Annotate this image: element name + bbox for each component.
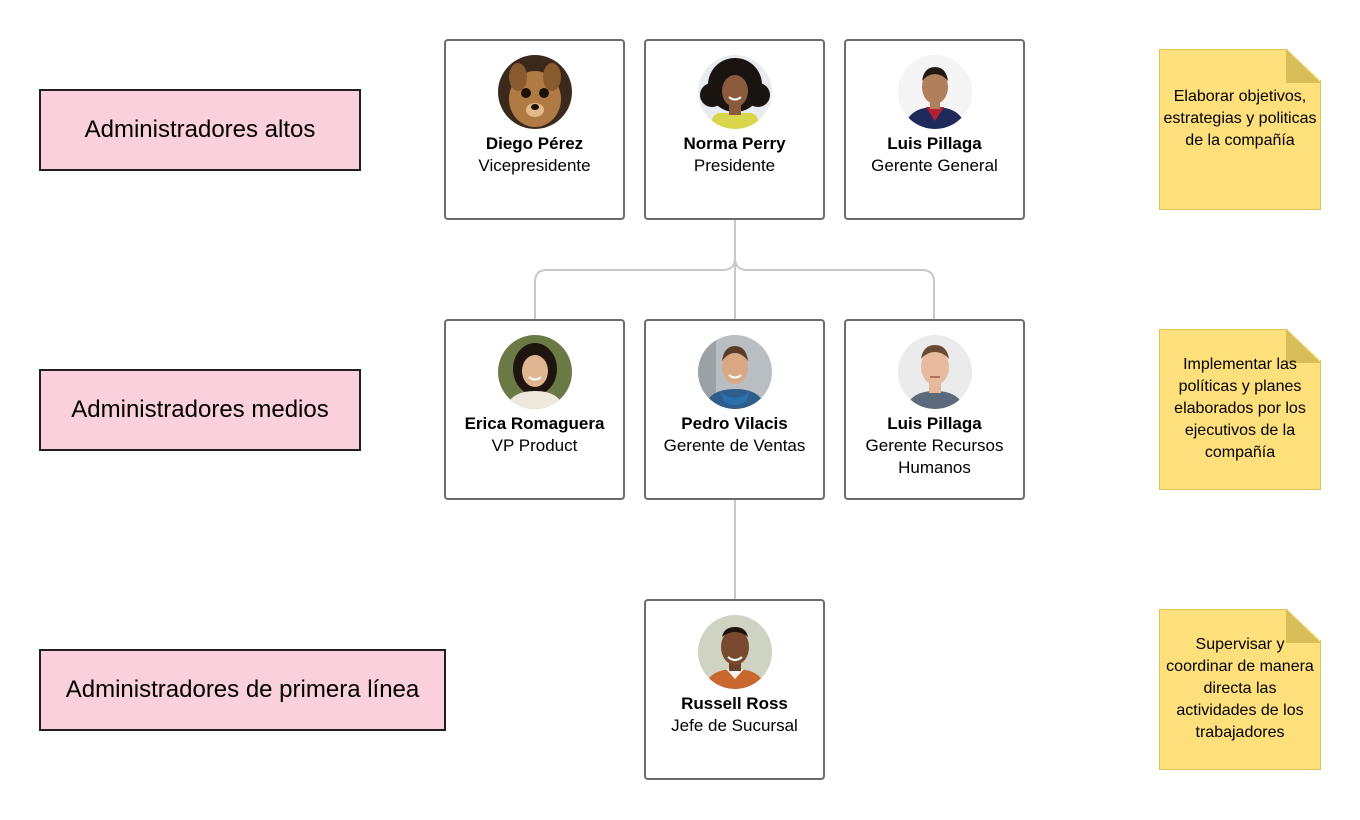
avatar-luis-mid-photo (898, 335, 972, 409)
person-name: Luis Pillaga (887, 134, 982, 153)
person-card-norma[interactable]: Norma Perry Presidente (644, 39, 825, 220)
person-role: VP Product (491, 436, 578, 455)
person-role: Vicepresidente (478, 156, 591, 175)
person-role: Gerente Recursos Humanos (865, 436, 1004, 477)
note-first-line-duties: Supervisar y coordinar de manera directa… (1159, 609, 1321, 770)
person-name: Diego Pérez (485, 134, 584, 153)
avatar-russell-photo (698, 615, 772, 689)
note-text: Elaborar objetivos, estrategias y politi… (1163, 88, 1317, 149)
person-name: Pedro Vilacis (681, 414, 788, 433)
person-card-erica[interactable]: Erica Romaguera VP Product (444, 319, 625, 500)
note-text: Supervisar y coordinar de manera directa… (1166, 636, 1314, 741)
level-label-first-line: Administradores de primera línea (39, 649, 446, 731)
avatar-norma-photo (698, 55, 772, 129)
avatar-diego-photo (498, 55, 572, 129)
person-role: Gerente General (871, 156, 998, 175)
person-role: Gerente de Ventas (663, 436, 806, 455)
note-top-duties: Elaborar objetivos, estrategias y politi… (1159, 49, 1321, 210)
person-name: Russell Ross (681, 694, 788, 713)
person-name: Luis Pillaga (887, 414, 982, 433)
connector-president-to-middle (534, 220, 736, 320)
connector-president-to-right (734, 257, 935, 320)
person-card-diego[interactable]: Diego Pérez Vicepresidente (444, 39, 625, 220)
note-middle-duties: Implementar las políticas y planes elabo… (1159, 329, 1321, 490)
person-name: Erica Romaguera (464, 414, 605, 433)
person-name: Norma Perry (683, 134, 786, 153)
level-label-top: Administradores altos (39, 89, 361, 171)
person-role: Jefe de Sucursal (671, 716, 798, 735)
person-card-luis-top[interactable]: Luis Pillaga Gerente General (844, 39, 1025, 220)
person-card-pedro[interactable]: Pedro Vilacis Gerente de Ventas (644, 319, 825, 500)
avatar-erica-photo (498, 335, 572, 409)
person-role: Presidente (693, 156, 776, 175)
person-card-russell[interactable]: Russell Ross Jefe de Sucursal (644, 599, 825, 780)
level-label-middle: Administradores medios (39, 369, 361, 451)
avatar-luis-top-photo (898, 55, 972, 129)
avatar-pedro-photo (698, 335, 772, 409)
person-card-luis-mid[interactable]: Luis Pillaga Gerente Recursos Humanos (844, 319, 1025, 500)
note-text: Implementar las políticas y planes elabo… (1174, 356, 1306, 461)
